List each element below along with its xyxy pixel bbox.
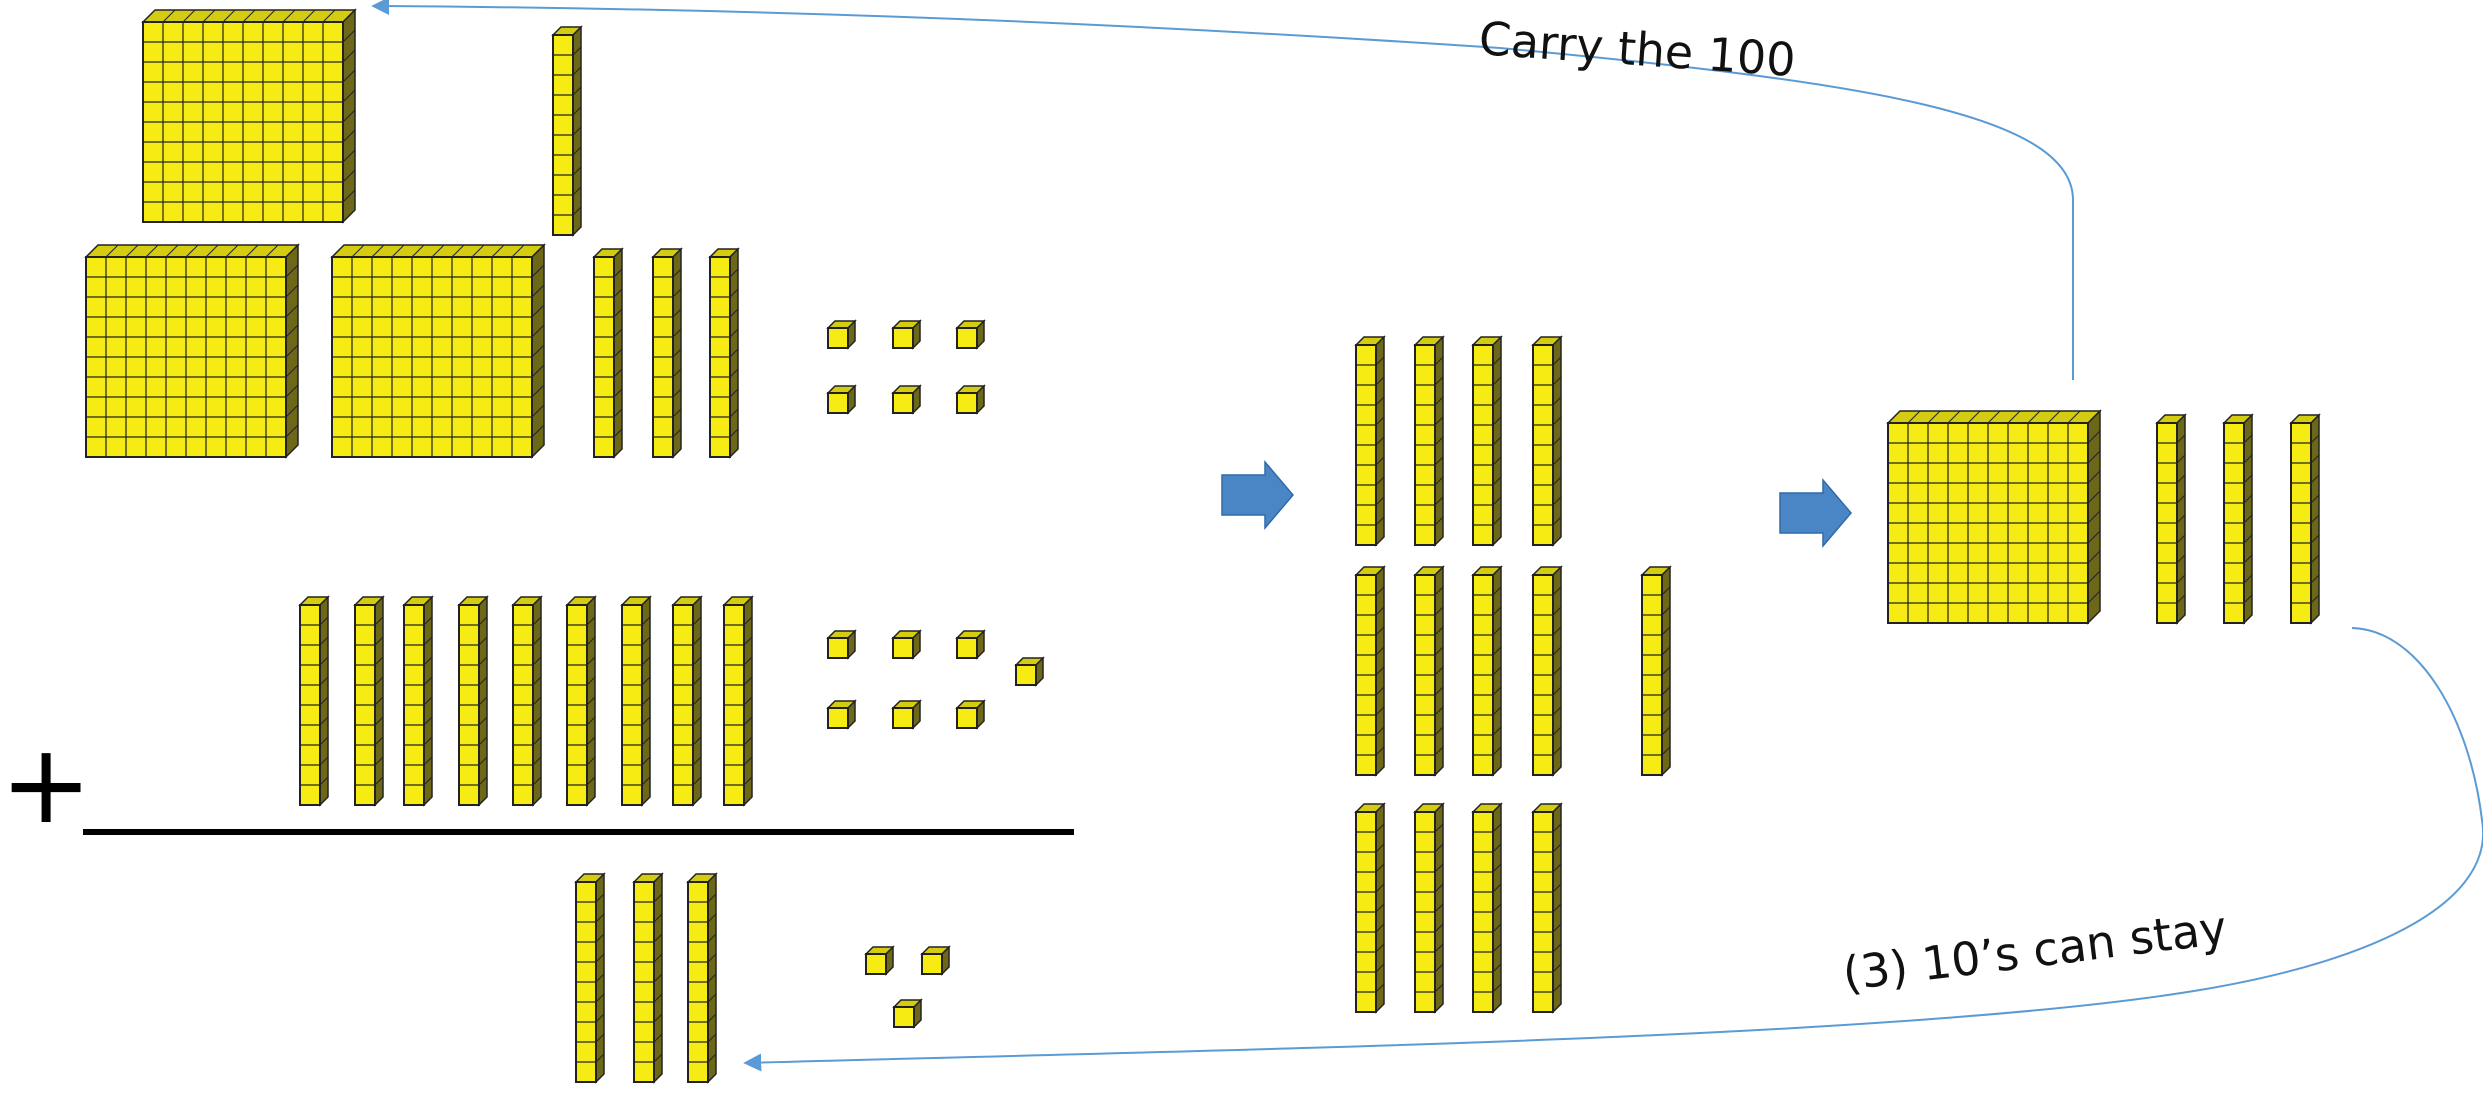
carry-connector (371, 0, 2074, 380)
combined-tens-rod (1531, 802, 1563, 1014)
result-tens-rod (632, 872, 664, 1084)
combined-tens-rod (1640, 565, 1672, 777)
ones-cube (891, 384, 922, 415)
combined-tens-rod (1531, 565, 1563, 777)
combined-tens-rod (1471, 565, 1503, 777)
tens-rod (298, 595, 330, 807)
regrouped-tens-rod (2222, 413, 2254, 625)
result-tens-rod (686, 872, 718, 1084)
tens-rod (353, 595, 385, 807)
ones-cube (955, 384, 986, 415)
ones-cube (826, 384, 857, 415)
combined-tens-rod (1354, 802, 1386, 1014)
connector-lines (371, 0, 2483, 1072)
tens-rod (708, 247, 740, 459)
regrouped-tens-rod (2289, 413, 2321, 625)
tens-rod (402, 595, 434, 807)
combined-tens-rod (1471, 802, 1503, 1014)
ones-cube (955, 319, 986, 350)
combined-tens-rod (1413, 335, 1445, 547)
combined-tens-rod (1413, 802, 1445, 1014)
tens-rod (620, 595, 652, 807)
ones-cube (891, 629, 922, 660)
combined-tens-rod (1531, 335, 1563, 547)
ones-cube (891, 699, 922, 730)
tens-rod (671, 595, 703, 807)
right-arrow-icon (1221, 459, 1294, 531)
result-ones-cube (864, 945, 895, 976)
ones-cube (826, 629, 857, 660)
stay-connector (743, 627, 2483, 1072)
flow-arrows (1221, 459, 1852, 549)
ones-cube (955, 699, 986, 730)
tens-rod (457, 595, 489, 807)
ones-cube (1014, 656, 1045, 687)
ones-cube (826, 319, 857, 350)
tens-rod (565, 595, 597, 807)
ones-cube (955, 629, 986, 660)
stay-label: (3) 10’s can stay (1840, 900, 2230, 1001)
result-ones-cube (920, 945, 951, 976)
carried-hundred-flat (141, 8, 357, 224)
combined-tens-rod (1354, 335, 1386, 547)
combined-tens-rod (1354, 565, 1386, 777)
tens-rod (511, 595, 543, 807)
tens-rod (651, 247, 683, 459)
base-ten-blocks (84, 8, 2321, 1084)
regrouped-hundred-flat (1886, 409, 2102, 625)
result-ones-cube (892, 998, 923, 1029)
ones-cube (826, 699, 857, 730)
combined-tens-rod (1413, 565, 1445, 777)
carry-label: Carry the 100 (1477, 11, 1797, 87)
right-arrow-icon (1779, 477, 1852, 549)
hundreds-flat (84, 243, 300, 459)
carried-ten-rod (551, 25, 583, 237)
regrouped-tens-rod (2155, 413, 2187, 625)
hundreds-flat (330, 243, 546, 459)
tens-rod (592, 247, 624, 459)
tens-rod (722, 595, 754, 807)
plus-sign: + (0, 720, 92, 848)
combined-tens-rod (1471, 335, 1503, 547)
ones-cube (891, 319, 922, 350)
result-tens-rod (574, 872, 606, 1084)
